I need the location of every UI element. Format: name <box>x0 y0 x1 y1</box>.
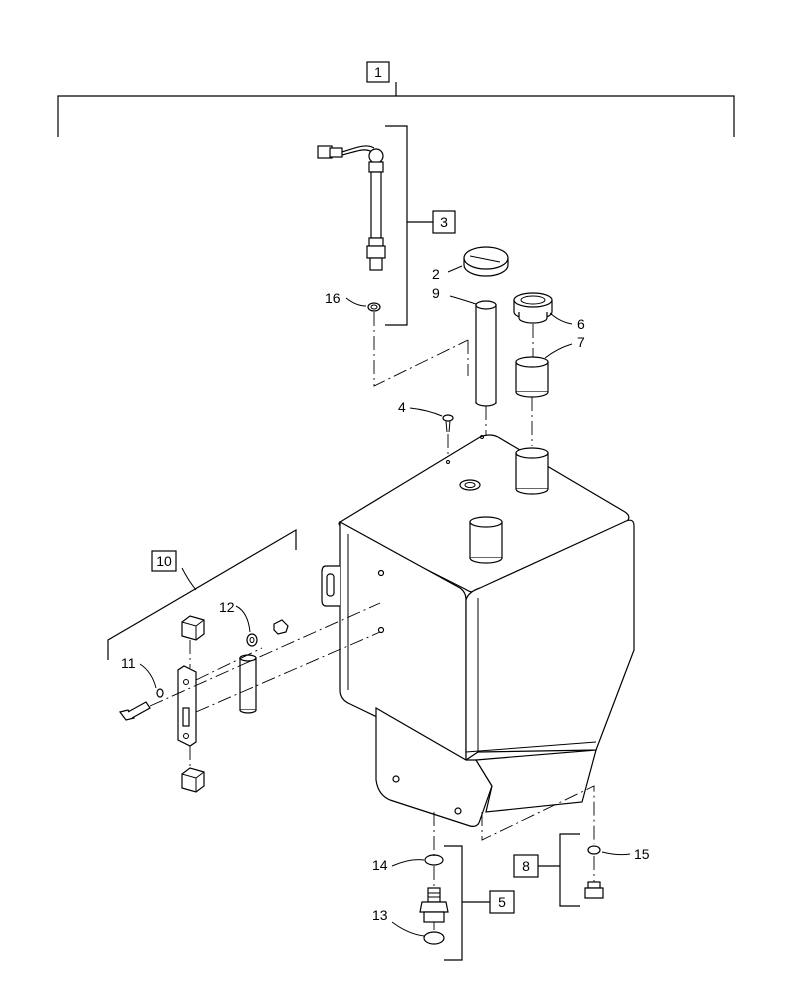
label-box-1: 1 <box>366 61 390 83</box>
callout-16: 16 <box>325 290 341 306</box>
bolt-washer <box>156 688 164 698</box>
drain-fitting <box>419 887 449 923</box>
drain-plug <box>584 881 604 899</box>
label-box-10: 10 <box>151 550 177 572</box>
strainer <box>515 356 549 398</box>
drain-kit-bracket <box>444 845 490 961</box>
fuel-level-sender <box>317 145 386 271</box>
label-10-text: 10 <box>156 553 172 569</box>
callout-12: 12 <box>219 599 235 615</box>
clamp-bolt <box>118 701 151 721</box>
clamp-kit-bracket <box>107 528 297 660</box>
clamp-bar <box>177 665 197 747</box>
drain-seal <box>423 931 445 945</box>
sender-oring <box>367 302 381 312</box>
fuel-tank <box>321 434 635 827</box>
callout-9: 9 <box>432 285 440 301</box>
clamp-top-block <box>181 615 205 641</box>
callout-4: 4 <box>398 399 406 415</box>
label-box-8: 8 <box>513 854 539 878</box>
callout-6: 6 <box>577 316 585 332</box>
sender-centerline <box>373 312 469 387</box>
sender-bracket <box>385 125 433 326</box>
breather <box>442 414 454 433</box>
plug-kit-bracket <box>538 833 580 907</box>
clamp-bottom-block <box>181 767 205 793</box>
label-1-text: 1 <box>374 64 382 80</box>
label-3-text: 3 <box>440 214 448 230</box>
assembly-bracket <box>57 82 735 137</box>
fuel-cap <box>463 246 509 277</box>
clamp-nut <box>273 619 289 635</box>
callout-11: 11 <box>121 655 136 671</box>
callout-13: 13 <box>372 907 388 923</box>
label-box-5: 5 <box>489 890 515 914</box>
callout-15: 15 <box>634 846 650 862</box>
clamp-sleeve <box>239 654 257 714</box>
callout-7: 7 <box>577 334 585 350</box>
drain-oring <box>424 854 444 866</box>
callout-14: 14 <box>372 857 388 873</box>
filler-neck <box>513 292 553 324</box>
plug-oring <box>587 845 601 855</box>
filler-pipe <box>475 300 497 407</box>
washer-12 <box>246 633 258 647</box>
label-8-text: 8 <box>522 858 530 874</box>
callout-2: 2 <box>432 266 440 282</box>
label-5-text: 5 <box>498 894 506 910</box>
label-box-3: 3 <box>432 210 456 234</box>
